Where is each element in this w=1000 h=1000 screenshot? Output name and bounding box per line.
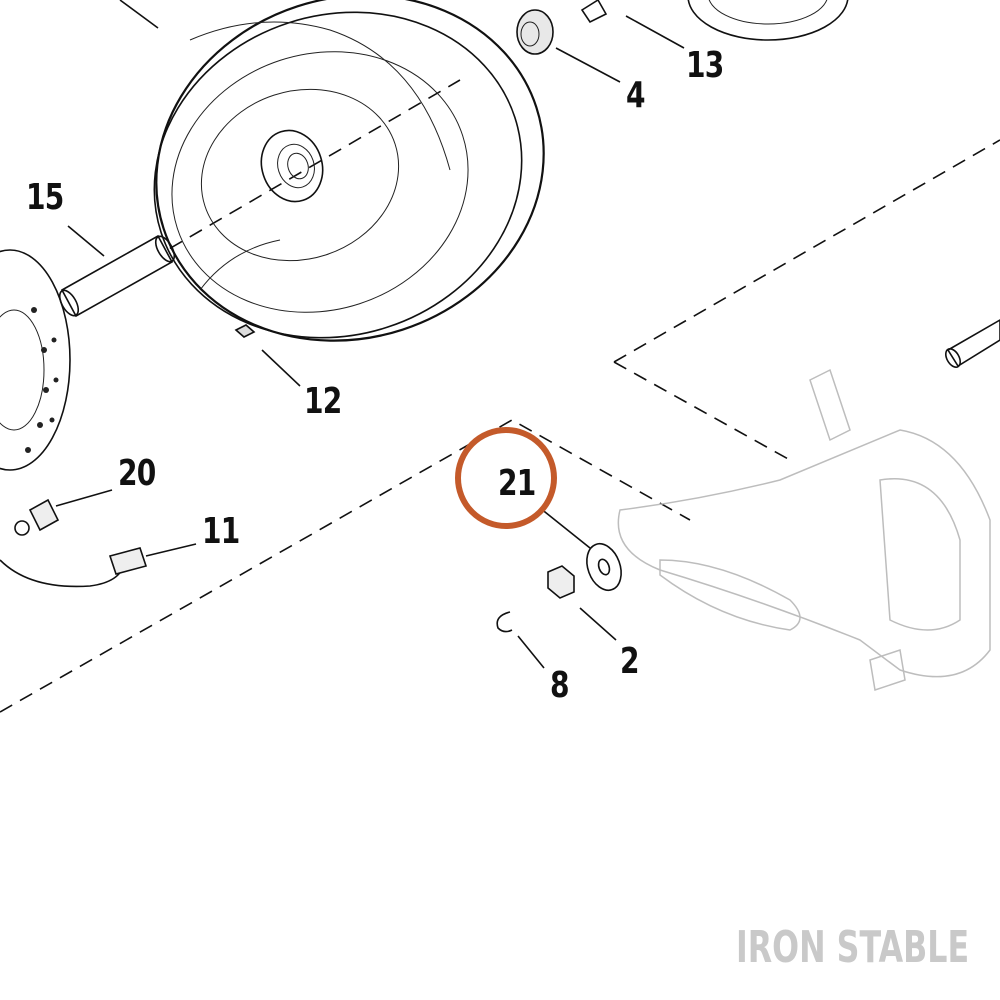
washer [586, 542, 622, 592]
speed-sensor [0, 498, 125, 588]
nut [547, 565, 575, 599]
callout-15: 15 [26, 177, 64, 218]
small-key [234, 324, 256, 338]
callout-12: 12 [304, 381, 342, 422]
wheel-rim [153, 0, 545, 342]
callout-4: 4 [626, 75, 646, 116]
retaining-clip [496, 611, 513, 633]
spacer [580, 0, 608, 24]
callout-20: 20 [118, 453, 156, 494]
highlight-circle [455, 427, 557, 529]
leader-lines [55, 0, 685, 669]
connector [108, 547, 148, 575]
callout-2: 2 [620, 641, 640, 682]
callout-13: 13 [686, 45, 724, 86]
brake-disc [0, 249, 71, 471]
bearing [516, 9, 554, 55]
callout-8: 8 [550, 665, 570, 706]
pulley [687, 0, 849, 41]
callout-21: 21 [498, 463, 536, 504]
assembly-dashed-lines [0, 79, 1000, 713]
pivot-shaft [944, 319, 1000, 368]
axle [58, 234, 176, 318]
watermark-text: IRON STABLE [736, 922, 970, 973]
swingarm [617, 368, 991, 691]
callout-11: 11 [202, 511, 240, 552]
